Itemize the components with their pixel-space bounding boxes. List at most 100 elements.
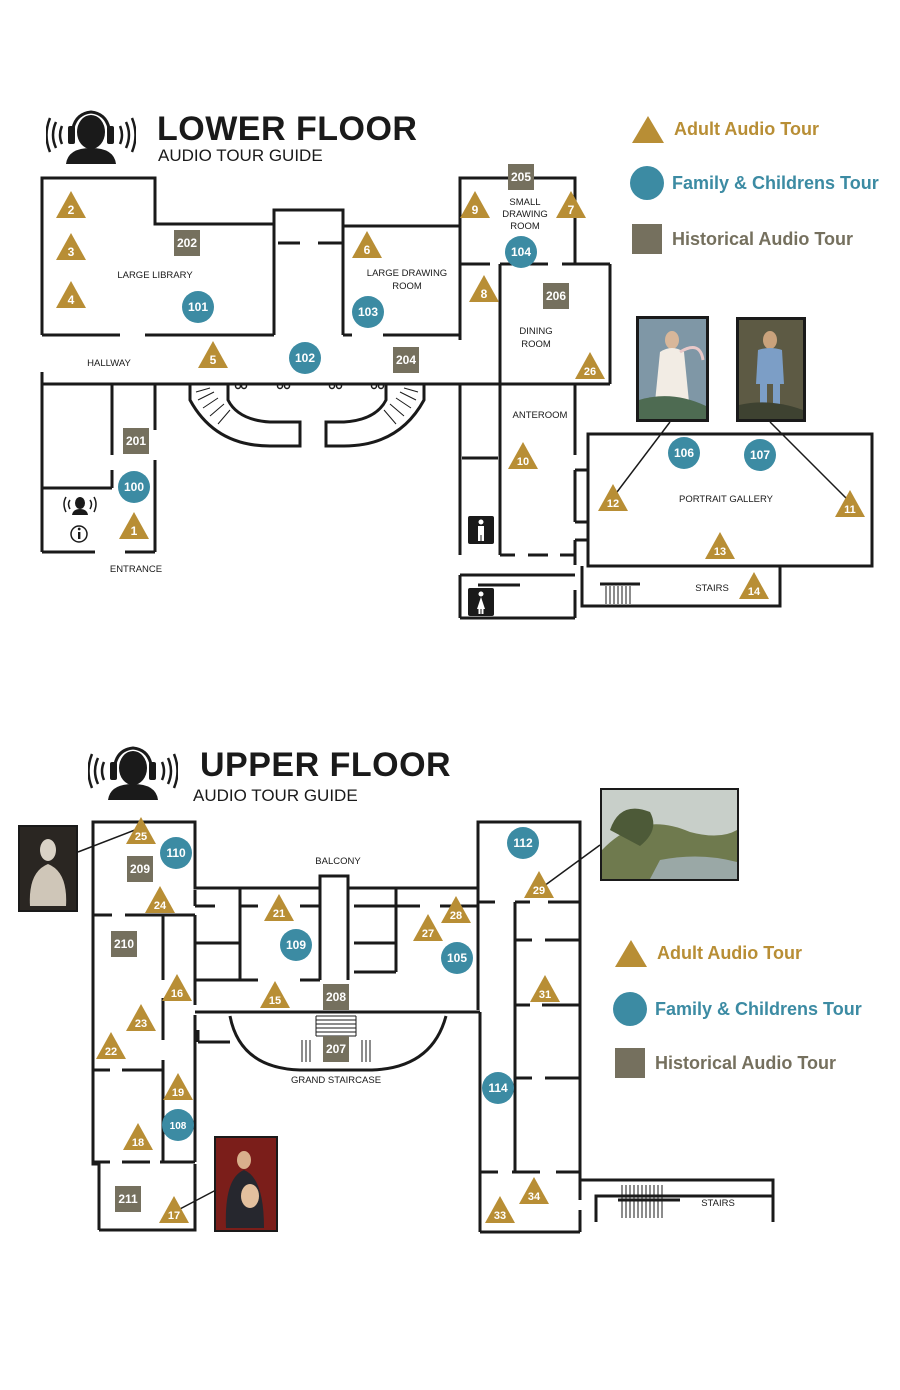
stop-label: 105 bbox=[447, 951, 467, 965]
legend-family: Family & Childrens Tour bbox=[613, 992, 862, 1026]
room-anteroom: ANTEROOM bbox=[513, 410, 568, 421]
circle-icon bbox=[162, 1109, 194, 1141]
circle-icon bbox=[352, 296, 384, 328]
stop-label: 14 bbox=[748, 586, 761, 598]
stop-label: 103 bbox=[358, 305, 378, 319]
square-icon bbox=[543, 283, 569, 309]
historical-stop-209: 209 bbox=[127, 856, 153, 882]
stop-label: 101 bbox=[188, 300, 208, 314]
triangle-icon bbox=[145, 886, 175, 913]
adult-stop-29: 29 bbox=[524, 871, 554, 898]
circle-icon bbox=[507, 827, 539, 859]
triangle-icon bbox=[56, 191, 86, 218]
square-icon bbox=[323, 984, 349, 1010]
adult-stop-8: 8 bbox=[469, 275, 499, 302]
stop-label: 25 bbox=[135, 831, 147, 843]
adult-stop-13: 13 bbox=[705, 532, 735, 559]
triangle-icon bbox=[159, 1196, 189, 1223]
stop-label: 202 bbox=[177, 236, 197, 250]
stop-label: 211 bbox=[118, 1192, 138, 1206]
historical-stop-202: 202 bbox=[174, 230, 200, 256]
pinkie-portrait bbox=[636, 316, 709, 422]
lower-floor-title: LOWER FLOOR bbox=[157, 110, 418, 148]
triangle-icon bbox=[441, 896, 471, 923]
square-icon bbox=[123, 428, 149, 454]
triangle-icon bbox=[556, 191, 586, 218]
stop-label: 112 bbox=[513, 836, 533, 850]
square-icon bbox=[174, 230, 200, 256]
triangle-icon bbox=[126, 817, 156, 844]
stop-label: 8 bbox=[481, 287, 488, 301]
adult-stop-10: 10 bbox=[508, 442, 538, 469]
stop-label: 28 bbox=[450, 910, 462, 922]
stop-label: 23 bbox=[135, 1018, 147, 1030]
family-stop-100: 100 bbox=[118, 471, 150, 503]
room-large-library: LARGE LIBRARY bbox=[117, 270, 193, 281]
stop-label: 208 bbox=[326, 990, 346, 1004]
adult-stop-11: 11 bbox=[835, 490, 865, 517]
adult-stop-23: 23 bbox=[126, 1004, 156, 1031]
adult-stop-1: 1 bbox=[119, 512, 149, 539]
adult-stop-14: 14 bbox=[739, 572, 769, 599]
stop-label: 3 bbox=[68, 245, 75, 259]
historical-stop-210: 210 bbox=[111, 931, 137, 957]
lower-floor-subtitle: AUDIO TOUR GUIDE bbox=[158, 146, 323, 165]
adult-stop-31: 31 bbox=[530, 975, 560, 1002]
room-entrance: ENTRANCE bbox=[110, 564, 162, 575]
triangle-icon bbox=[96, 1032, 126, 1059]
lower-markers: .mk{font-family:"Liberation Sans",sans-s… bbox=[56, 164, 865, 599]
triangle-icon bbox=[260, 981, 290, 1008]
triangle-icon bbox=[163, 1073, 193, 1100]
triangle-icon bbox=[126, 1004, 156, 1031]
room-grand-staircase: GRAND STAIRCASE bbox=[291, 1075, 381, 1086]
family-stop-103: 103 bbox=[352, 296, 384, 328]
stop-label: 22 bbox=[105, 1046, 117, 1058]
adult-stop-34: 34 bbox=[519, 1177, 549, 1204]
triangle-icon bbox=[119, 512, 149, 539]
square-icon bbox=[127, 856, 153, 882]
historical-stop-211: 211 bbox=[115, 1186, 141, 1212]
stop-label: 205 bbox=[511, 170, 531, 184]
adult-stop-25: 25 bbox=[126, 817, 156, 844]
lower-floor-plan: LARGE LIBRARY LARGE DRAWING ROOM SMALL D… bbox=[40, 176, 874, 620]
circle-icon bbox=[482, 1072, 514, 1104]
room-hallway: HALLWAY bbox=[87, 358, 131, 369]
stop-label: 4 bbox=[68, 293, 75, 307]
family-stop-102: 102 bbox=[289, 342, 321, 374]
legend-historical: Historical Audio Tour bbox=[615, 1048, 836, 1078]
stop-label: 18 bbox=[132, 1137, 144, 1149]
info-icon bbox=[63, 496, 97, 543]
legend-family: Family & Childrens Tour bbox=[630, 166, 879, 200]
adult-stop-6: 6 bbox=[352, 231, 382, 258]
triangle-icon bbox=[56, 281, 86, 308]
men-restroom-icon bbox=[468, 516, 494, 544]
circle-icon bbox=[613, 992, 647, 1026]
family-stop-106: 106 bbox=[668, 437, 700, 469]
room-dining-line1: DINING bbox=[519, 326, 552, 337]
circle-icon bbox=[668, 437, 700, 469]
family-stop-101: 101 bbox=[182, 291, 214, 323]
family-stop-105: 105 bbox=[441, 942, 473, 974]
room-portrait-gallery: PORTRAIT GALLERY bbox=[679, 494, 774, 505]
stop-label: 106 bbox=[674, 446, 694, 460]
stop-label: 9 bbox=[472, 203, 479, 217]
square-icon bbox=[632, 224, 662, 254]
circle-icon bbox=[441, 942, 473, 974]
adult-stop-18: 18 bbox=[123, 1123, 153, 1150]
circle-icon bbox=[160, 837, 192, 869]
family-stop-110: 110 bbox=[160, 837, 192, 869]
stop-label: 11 bbox=[844, 504, 856, 516]
triangle-icon bbox=[460, 191, 490, 218]
stop-label: 16 bbox=[171, 988, 183, 1000]
stop-label: 108 bbox=[170, 1121, 187, 1132]
adult-stop-22: 22 bbox=[96, 1032, 126, 1059]
triangle-icon bbox=[519, 1177, 549, 1204]
historical-stop-205: 205 bbox=[508, 164, 534, 190]
triangle-icon bbox=[352, 231, 382, 258]
adult-stop-26: 26 bbox=[575, 352, 605, 379]
square-icon bbox=[323, 1036, 349, 1062]
family-stop-109: 109 bbox=[280, 929, 312, 961]
room-stairs: STAIRS bbox=[701, 1198, 735, 1209]
women-restroom-icon bbox=[468, 588, 494, 616]
